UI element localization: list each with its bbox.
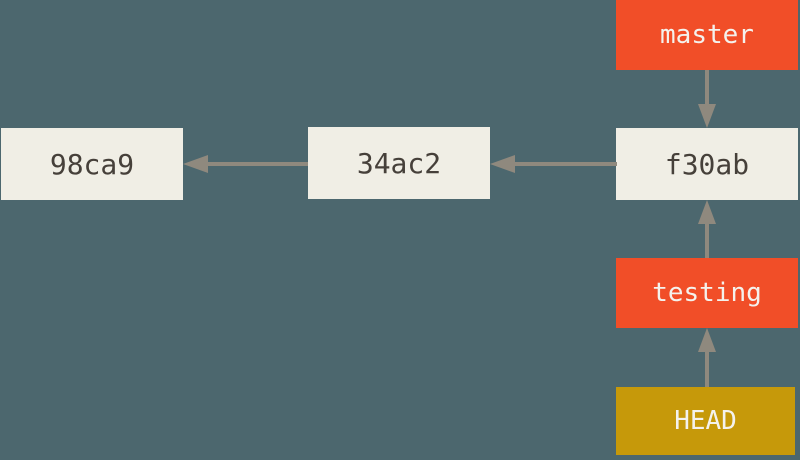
branch-label-testing: testing <box>652 278 762 308</box>
arrow-34ac2-to-98ca9 <box>183 155 308 173</box>
arrow-f30ab-to-34ac2 <box>490 155 617 173</box>
branch-label-master: master <box>660 20 754 50</box>
head-pointer-box: HEAD <box>616 387 795 455</box>
commit-box-f30ab: f30ab <box>616 128 798 200</box>
arrow-head-to-testing <box>698 328 716 387</box>
commit-id-98ca9: 98ca9 <box>49 147 135 181</box>
commit-id-f30ab: f30ab <box>664 147 750 181</box>
branch-box-testing: testing <box>616 258 798 328</box>
arrow-master-to-f30ab <box>698 70 716 128</box>
branch-box-master: master <box>616 0 798 70</box>
arrow-testing-to-f30ab <box>698 200 716 258</box>
commit-box-34ac2: 34ac2 <box>308 127 490 199</box>
head-label: HEAD <box>674 406 737 436</box>
commit-id-34ac2: 34ac2 <box>356 146 442 180</box>
commit-box-98ca9: 98ca9 <box>1 128 183 200</box>
